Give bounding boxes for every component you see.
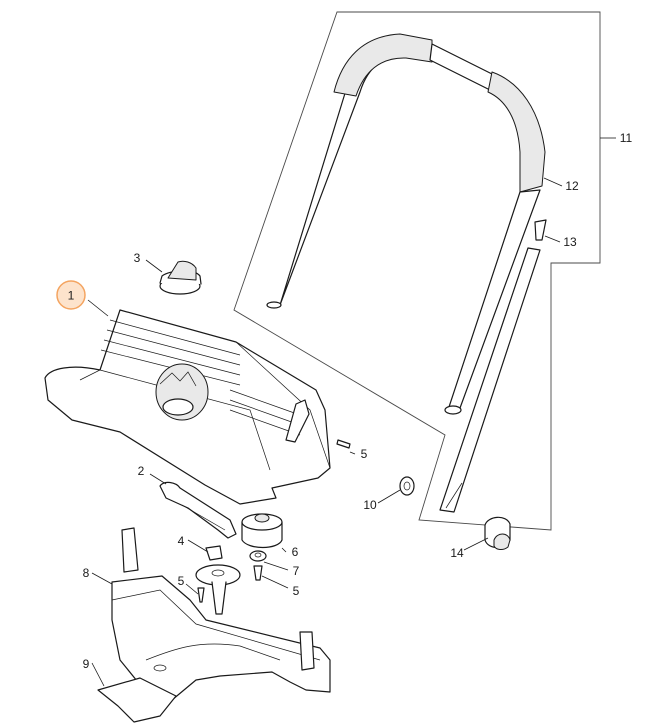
- leader-lines: [87, 137, 616, 687]
- callout-7[interactable]: 7: [293, 564, 300, 578]
- damper-cylinder[interactable]: [241, 513, 283, 549]
- callout-2[interactable]: 2: [138, 464, 145, 478]
- handle-assembly-frame: [233, 11, 601, 531]
- callout-5-middle[interactable]: 5: [178, 574, 185, 588]
- plate[interactable]: [97, 677, 177, 723]
- callout-9[interactable]: 9: [83, 657, 90, 671]
- handle-knob[interactable]: [484, 516, 511, 550]
- callout-1[interactable]: 1: [56, 280, 86, 310]
- callout-11[interactable]: 11: [620, 131, 633, 145]
- callout-1-label: 1: [68, 289, 75, 303]
- callout-12[interactable]: 12: [565, 179, 579, 193]
- screw-5-upper[interactable]: [336, 439, 351, 449]
- callout-6[interactable]: 6: [292, 545, 299, 559]
- tank-cap[interactable]: [159, 260, 202, 295]
- callout-8[interactable]: 8: [83, 566, 90, 580]
- washer[interactable]: [399, 476, 415, 496]
- callout-13[interactable]: 13: [563, 235, 577, 249]
- callout-3[interactable]: 3: [134, 251, 141, 265]
- callout-1-highlight: [56, 280, 86, 310]
- screw-5-lower[interactable]: [253, 565, 263, 581]
- base-frame[interactable]: [111, 527, 331, 701]
- callout-10[interactable]: 10: [363, 498, 377, 512]
- upper-handle[interactable]: [266, 33, 546, 415]
- callout-5-lower[interactable]: 5: [293, 584, 300, 598]
- clip[interactable]: [205, 545, 223, 561]
- nut[interactable]: [249, 550, 267, 562]
- lower-handle-tube[interactable]: [439, 247, 541, 513]
- handle-screw[interactable]: [534, 219, 547, 241]
- callout-4[interactable]: 4: [178, 534, 185, 548]
- callout-14[interactable]: 14: [450, 546, 464, 560]
- bracket-part[interactable]: [159, 481, 237, 539]
- flange-pedestal[interactable]: [195, 564, 241, 615]
- tank-housing[interactable]: [44, 309, 331, 505]
- callout-5-upper[interactable]: 5: [361, 447, 368, 461]
- screw-5-middle[interactable]: [197, 587, 205, 603]
